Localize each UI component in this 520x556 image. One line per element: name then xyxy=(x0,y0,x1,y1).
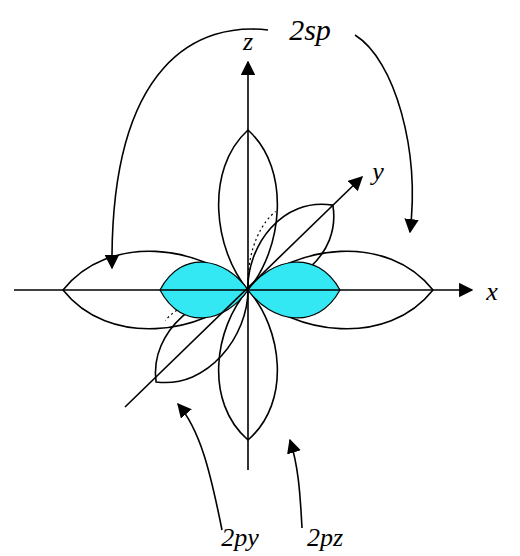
z-axis xyxy=(247,62,249,470)
orbital-label: z xyxy=(243,29,253,55)
orbital-label: y xyxy=(372,159,384,185)
x-axis xyxy=(14,289,472,291)
leader-arrow xyxy=(355,35,412,232)
leader-arrow xyxy=(112,29,268,268)
orbital-label: x xyxy=(486,279,498,305)
leader-arrow xyxy=(290,440,302,528)
y-axis xyxy=(125,177,362,407)
orbital-label: 2py xyxy=(221,525,259,551)
orbital-label: 2sp xyxy=(289,15,331,45)
orbital-label: 2pz xyxy=(307,525,343,551)
leader-arrow xyxy=(178,404,222,530)
